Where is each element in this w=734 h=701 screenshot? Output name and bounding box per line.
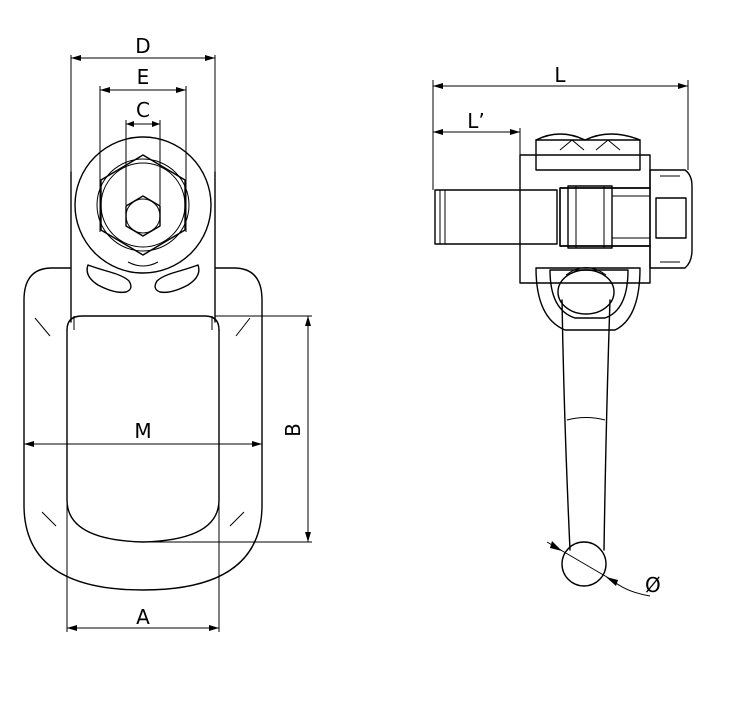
- swivel-bearing: [535, 267, 641, 331]
- ring-bar: [561, 299, 611, 551]
- label-c: C: [136, 98, 150, 122]
- bolt-shank: [434, 189, 558, 245]
- label-l: L: [554, 63, 566, 87]
- hex-nut: [100, 154, 186, 256]
- socket-head: [125, 195, 161, 237]
- label-d: D: [135, 34, 150, 58]
- label-l-prime: L’: [467, 109, 485, 133]
- nut-side: [649, 169, 693, 269]
- label-diameter: Ø: [645, 573, 661, 597]
- slot-right: [154, 264, 200, 294]
- body-plate: [70, 171, 216, 323]
- bar-end: [561, 541, 607, 587]
- d-ring-outer: [23, 267, 263, 591]
- label-m: M: [134, 419, 151, 443]
- label-b: B: [281, 423, 305, 437]
- bushing: [559, 187, 651, 247]
- body-section: [519, 154, 651, 284]
- label-e: E: [137, 65, 150, 89]
- label-a: A: [136, 605, 150, 629]
- side-view: Ø L L’: [432, 63, 693, 597]
- front-view: D E C M B A: [23, 34, 312, 632]
- slot-left: [86, 264, 132, 294]
- eye-circle: [74, 136, 212, 274]
